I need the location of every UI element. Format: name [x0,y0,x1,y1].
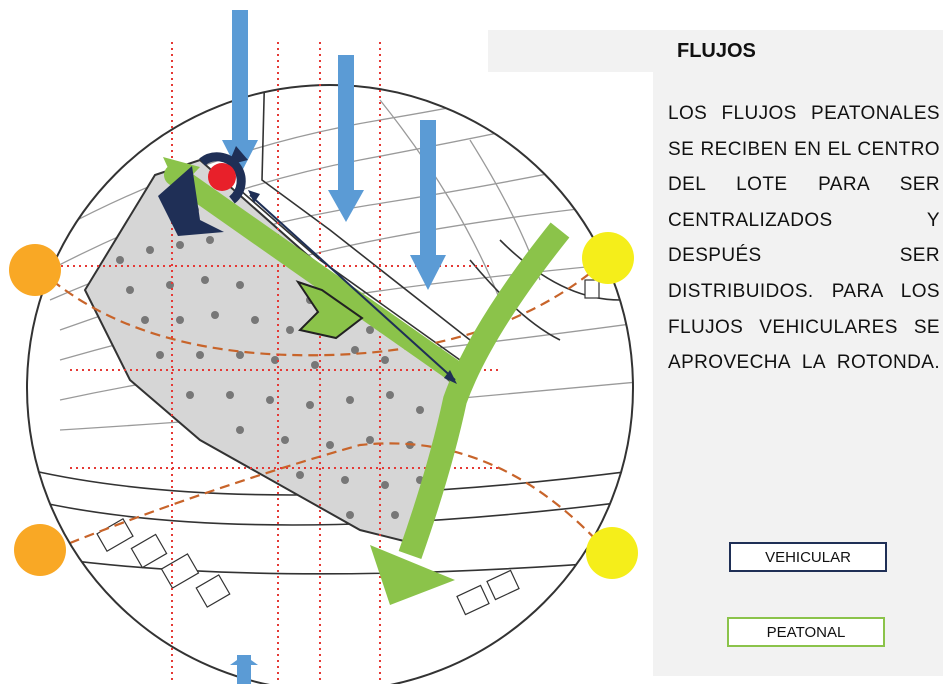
buildings [96,279,600,616]
wind-arrow-icon [410,120,446,290]
wind-arrow-icon [328,55,364,222]
panel-title: FLUJOS [677,40,756,62]
lot-area [83,158,462,547]
sun-marker-icon [14,524,66,576]
panel-description: LOS FLUJOS PEATONALES SE RECIBEN EN EL C… [668,103,940,374]
panel-header [488,30,943,72]
site-circle [26,84,634,684]
legend-peatonal-label: PEATONAL [766,623,846,641]
wind-arrow-icon [230,655,258,684]
pedestrian-flow-arrow-icon [370,545,455,605]
entry-point-marker [208,163,236,191]
legend-vehicular-label: VEHICULAR [765,548,851,566]
roundabout-arrow-icon [199,152,246,204]
vehicular-chevron-icon [158,166,224,236]
grid-lines [55,42,500,680]
sun-marker-icon [9,244,61,296]
legend-vehicular: VEHICULAR [729,542,887,572]
wind-arrow-icon [222,10,258,175]
legend-peatonal: PEATONAL [727,617,885,647]
sun-markers [9,232,638,579]
sun-marker-icon [586,527,638,579]
roads [29,85,633,575]
vehicular-flows [158,146,457,384]
wind-arrows [222,10,446,684]
site-map [27,85,633,684]
pedestrian-chevron-icon [295,280,364,340]
panel-body [653,72,943,676]
sun-marker-icon [582,232,634,284]
sun-paths [39,264,611,557]
